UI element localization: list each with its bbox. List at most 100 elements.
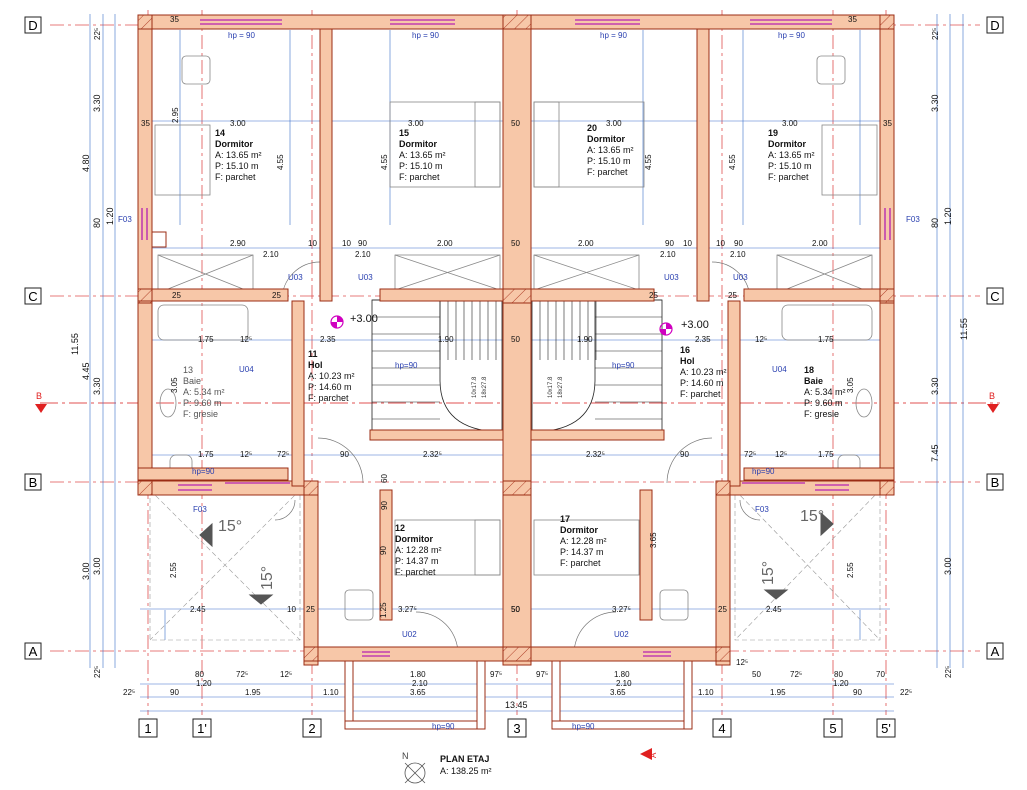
dim-text: 50	[752, 670, 761, 679]
room-name: Dormitor	[768, 139, 806, 149]
dim-text: 2.55	[169, 562, 178, 578]
axis-box-left	[24, 287, 42, 305]
furniture	[154, 55, 878, 621]
room-perimeter: P: 14.37 m	[395, 556, 439, 566]
roof-outline	[149, 489, 881, 641]
dim-text: 90	[665, 239, 674, 248]
door-tag: U03	[288, 273, 303, 282]
dim-text: 4.55	[276, 154, 285, 170]
dim-text: 3.65	[610, 688, 626, 697]
dim-text: 70	[876, 670, 885, 679]
dim-text: 2.00	[812, 239, 828, 248]
room-floor: F: parchet	[587, 167, 628, 177]
dim-text: 4.45	[81, 362, 91, 380]
dim-text: 1.75	[198, 335, 214, 344]
room-floor: F: parchet	[215, 172, 256, 182]
axis-label: C	[28, 289, 37, 304]
dim-text: 3.65	[649, 532, 658, 548]
axis-label: A	[29, 644, 38, 659]
columns	[137, 14, 895, 662]
room-15-label: 15 Dormitor A: 13.65 m² P: 15.10 m F: pa…	[399, 128, 446, 182]
room-number: 11	[308, 349, 318, 359]
dim-text: 90	[340, 450, 349, 459]
room-area: A: 10.23 m²	[680, 367, 727, 377]
window-tag: F03	[755, 505, 769, 514]
axis-box-left	[24, 642, 42, 660]
axis-box-bottom	[876, 718, 896, 738]
axis-label: 2	[308, 721, 315, 736]
dim-text: 2.45	[766, 605, 782, 614]
axis-label: C	[990, 289, 999, 304]
dim-text: 2.55	[846, 562, 855, 578]
sill-height-label: hp=90	[395, 361, 418, 370]
dim-text: 97⁵	[490, 670, 502, 679]
dim-text: 3.27⁵	[612, 605, 631, 614]
dim-text: 35	[883, 119, 892, 128]
axis-label: 3	[513, 721, 520, 736]
sill-height-label: hp=90	[572, 722, 595, 731]
dim-text: 2.10	[263, 250, 279, 259]
dim-text: 2.32⁵	[586, 450, 605, 459]
room-perimeter: P: 14.60 m	[680, 378, 724, 388]
room-perimeter: P: 15.10 m	[587, 156, 631, 166]
plan-area: A: 138.25 m²	[440, 766, 492, 776]
room-name: Dormitor	[399, 139, 437, 149]
door-tag: U02	[614, 630, 629, 639]
stair-note: 10x17.8	[548, 376, 554, 398]
dim-text: 4.55	[728, 154, 737, 170]
dim-text: 25	[728, 291, 737, 300]
dim-text: 22⁵	[931, 28, 940, 40]
door-tag: U03	[733, 273, 748, 282]
stair-note: 18x27.8	[558, 376, 564, 398]
door-tag: U04	[239, 365, 254, 374]
room-name: Dormitor	[560, 525, 598, 535]
room-floor: F: parchet	[768, 172, 809, 182]
dim-text: 3.00	[782, 119, 798, 128]
room-perimeter: P: 14.60 m	[308, 382, 352, 392]
room-perimeter: P: 15.10 m	[215, 161, 259, 171]
dim-text: 2.00	[578, 239, 594, 248]
dim-text: 2.95	[171, 107, 180, 123]
window-tag: F03	[193, 505, 207, 514]
room-number: 15	[399, 128, 409, 138]
room-perimeter: P: 14.37 m	[560, 547, 604, 557]
dim-text: 22⁵	[900, 688, 912, 697]
room-floor: F: gresie	[804, 409, 839, 419]
dim-text: 3.27⁵	[398, 605, 417, 614]
dim-text: 2.10	[730, 250, 746, 259]
dim-text: 2.35	[695, 335, 711, 344]
dim-text: 12⁵	[240, 335, 252, 344]
room-12-label: 12 Dormitor A: 12.28 m² P: 14.37 m F: pa…	[395, 523, 442, 577]
room-16-label: 16 Hol A: 10.23 m² P: 14.60 m F: parchet	[680, 345, 727, 399]
dim-text: 2.10	[616, 679, 632, 688]
sill-height-label: hp = 90	[412, 31, 439, 40]
room-name: Dormitor	[395, 534, 433, 544]
axis-label: 5'	[881, 721, 891, 736]
room-area: A: 10.23 m²	[308, 371, 355, 381]
room-14-label: 14 Dormitor A: 13.65 m² P: 15.10 m F: pa…	[215, 128, 262, 182]
axis-label: 5	[829, 721, 836, 736]
slope-arrows	[199, 511, 834, 605]
dim-text: 3.65	[410, 688, 426, 697]
room-number: 20	[587, 123, 597, 133]
dim-text: 3.00	[92, 557, 102, 575]
north-label: N	[402, 751, 409, 761]
level-value: +3.00	[350, 313, 378, 325]
room-11-label: 11 Hol A: 10.23 m² P: 14.60 m F: parchet	[308, 349, 355, 403]
axis-box-bottom	[712, 718, 732, 738]
dim-text: 1.20	[105, 207, 115, 225]
dim-text: 4.80	[81, 154, 91, 172]
dim-text: 4.55	[380, 154, 389, 170]
room-area: A: 13.65 m²	[215, 150, 262, 160]
dim-text: 72⁵	[744, 450, 756, 459]
room-floor: F: parchet	[560, 558, 601, 568]
dim-text: 1.95	[245, 688, 261, 697]
dim-text: 4.55	[644, 154, 653, 170]
dim-text: 2.00	[437, 239, 453, 248]
axis-box-right	[986, 287, 1004, 305]
dim-text: 90	[379, 546, 388, 555]
